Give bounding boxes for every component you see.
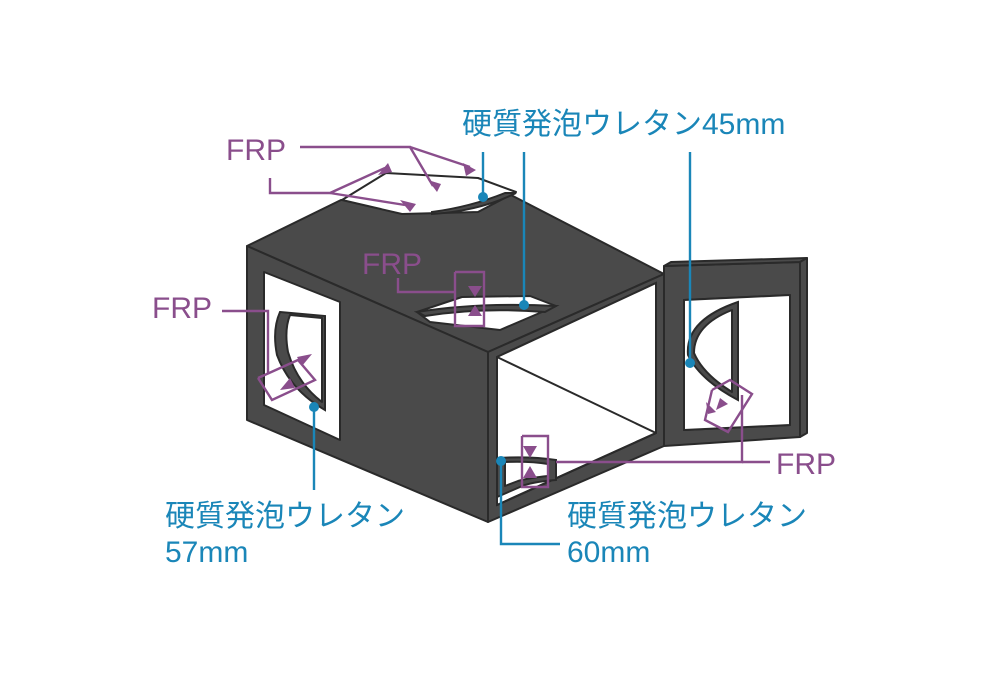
frp-middle-arrow-2 [468, 305, 482, 316]
frp-floor-arrow-2 [523, 466, 537, 478]
frp-floor-bracket [520, 434, 550, 489]
frp-left-bracket [256, 358, 317, 402]
label-frp-middle: FRP [362, 248, 422, 281]
frp-top-arrow-2 [400, 200, 416, 212]
label-frp-top: FRP [226, 134, 286, 167]
label-urethane-60-line2: 60mm [567, 536, 650, 569]
frp-top-line-4 [329, 191, 406, 207]
frp-right-bracket [703, 378, 754, 434]
cavity-edge-3 [496, 432, 657, 506]
frp-left-arrow-2 [297, 354, 312, 366]
frp-middle-bracket [453, 270, 486, 328]
frp-top-line-2 [409, 145, 471, 169]
frp-top-arrow-4 [463, 163, 476, 176]
cavity-edge-1 [496, 356, 657, 434]
top-rear-section [431, 192, 517, 216]
ure-45-dot-b [519, 300, 529, 310]
frp-left-line [222, 309, 270, 374]
label-urethane-57-line1: 硬質発泡ウレタン [165, 500, 405, 533]
frp-right-arrow-2 [706, 402, 716, 414]
label-urethane-57-line2: 57mm [165, 536, 248, 569]
frp-callouts [222, 145, 770, 489]
ure-45-dot-c [685, 358, 695, 368]
frp-middle-line [396, 278, 455, 294]
ure-45-dot-a [478, 192, 488, 202]
ure-60-dot [496, 456, 506, 466]
frp-floor-arrow-1 [523, 446, 537, 458]
label-urethane-45: 硬質発泡ウレタン45mm [462, 108, 785, 141]
right-panel [663, 257, 808, 447]
ure-57-dot [309, 402, 319, 412]
urethane-callouts [309, 152, 695, 546]
ure-60-line [499, 462, 560, 546]
frp-middle-arrow-1 [468, 286, 482, 297]
frp-right-arrow-1 [716, 398, 728, 410]
label-frp-right: FRP [776, 448, 836, 481]
label-frp-left: FRP [152, 292, 212, 325]
frp-top-arrow-1 [378, 163, 392, 175]
frp-top-arrow-3 [428, 180, 441, 192]
frp-left-arrow-1 [280, 378, 295, 390]
right-panel-side [799, 257, 808, 438]
frp-top-line-3 [268, 166, 386, 195]
labels: 硬質発泡ウレタン45mm FRP FRP FRP FRP 硬質発泡ウレタン 57… [152, 108, 836, 569]
label-urethane-60-line1: 硬質発泡ウレタン [567, 500, 807, 533]
